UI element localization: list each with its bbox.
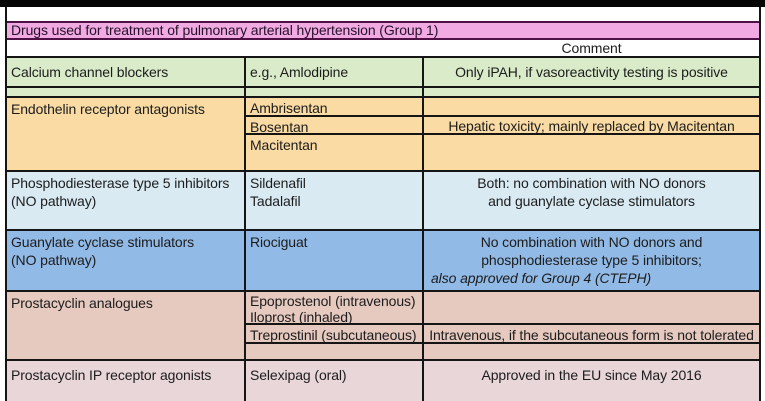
class-label-line1: Phosphodiesterase type 5 inhibitors: [11, 175, 230, 191]
drug-cell-riociguat: Riociguat: [246, 231, 424, 290]
row-macitentan: Macitentan: [246, 135, 759, 170]
class-cell-calcium: Calcium channel blockers: [7, 58, 246, 86]
comment-cell-bosentan: Hepatic toxicity; mainly replaced by Mac…: [448, 118, 735, 134]
drug-tadalafil: Tadalafil: [250, 193, 301, 209]
block-guanylate-cyclase-stimulators: Guanylate cyclase stimulators (NO pathwa…: [7, 231, 759, 292]
comment-cell-pde5: Both: no combination with NO donors and …: [424, 172, 759, 229]
comment-line1: No combination with NO donors and: [480, 234, 703, 250]
class-cell-endothelin: Endothelin receptor antagonists: [7, 98, 246, 170]
empty-cell: [246, 344, 424, 359]
row-calcium-channel-blockers: Calcium channel blockers e.g., Amlodipin…: [7, 58, 759, 88]
comment-row-col1-blank: [7, 40, 246, 56]
comment-cell-macitentan: [424, 135, 759, 170]
class-label-line2: (NO pathway): [11, 252, 97, 268]
drug-sildenafil: Sildenafil: [250, 175, 306, 191]
comment-cell-calcium: Only iPAH, if vasoreactivity testing is …: [455, 64, 728, 80]
row-ambrisentan: Ambrisentan: [246, 98, 759, 117]
drug-cell-selexipag: Selexipag (oral): [246, 361, 424, 401]
comment-cell-ambrisentan: [424, 98, 759, 115]
class-cell-guanylate: Guanylate cyclase stimulators (NO pathwa…: [7, 231, 246, 290]
comment-line1: Both: no combination with NO donors: [477, 175, 706, 191]
prostacyclin-subrows: Epoprostenol (intravenous) Iloprost (inh…: [246, 292, 759, 359]
comment-line2: phosphodiesterase type 5 inhibitors;: [481, 252, 702, 268]
row-bosentan: Bosentan Hepatic toxicity; mainly replac…: [246, 117, 759, 135]
drug-epoprostenol: Epoprostenol (intravenous): [250, 293, 416, 309]
drug-cell-treprostinil: Treprostinil (subcutaneous): [246, 325, 424, 343]
empty-header-row: [7, 7, 759, 21]
table-top-border: [0, 0, 765, 7]
comment-cell-epoprostenol: [424, 292, 759, 323]
comment-header-row: Comment: [7, 40, 759, 58]
drug-cell-amlodipine: e.g., Amlodipine: [246, 58, 424, 86]
empty-cell: [7, 88, 246, 96]
block-pde5-inhibitors: Phosphodiesterase type 5 inhibitors (NO …: [7, 172, 759, 231]
class-cell-ip-agonists: Prostacyclin IP receptor agonists: [7, 361, 246, 401]
table-title-row: Drugs used for treatment of pulmonary ar…: [7, 21, 759, 40]
comment-italic-cteph: also approved for Group 4 (CTEPH): [431, 270, 652, 286]
class-cell-pde5: Phosphodiesterase type 5 inhibitors (NO …: [7, 172, 246, 229]
class-label-line1: Guanylate cyclase stimulators: [11, 234, 195, 250]
drug-cell-bosentan: Bosentan: [246, 117, 424, 135]
table-title: Drugs used for treatment of pulmonary ar…: [11, 22, 439, 38]
comment-row-col2-blank: [246, 40, 424, 56]
row-treprostinil: Treprostinil (subcutaneous) Intravenous,…: [246, 325, 759, 344]
row-epoprostenol-iloprost: Epoprostenol (intravenous) Iloprost (inh…: [246, 292, 759, 325]
class-cell-prostacyclin-analogues: Prostacyclin analogues: [7, 292, 246, 359]
drug-cell-ambrisentan: Ambrisentan: [246, 98, 424, 116]
comment-column-header: Comment: [561, 40, 622, 56]
drug-cell-pde5: Sildenafil Tadalafil: [246, 172, 424, 229]
class-label-line2: (NO pathway): [11, 193, 97, 209]
comment-cell-selexipag: Approved in the EU since May 2016: [481, 367, 702, 383]
comment-line2: and guanylate cyclase stimulators: [488, 193, 695, 209]
block-prostacyclin-analogues: Prostacyclin analogues Epoprostenol (int…: [7, 292, 759, 361]
comment-cell-guanylate: No combination with NO donors and phosph…: [424, 231, 759, 290]
block-endothelin-receptor-antagonists: Endothelin receptor antagonists Ambrisen…: [7, 98, 759, 172]
block-ip-receptor-agonists: Prostacyclin IP receptor agonists Selexi…: [7, 361, 759, 401]
empty-cell: [424, 344, 759, 359]
row-calcium-empty: [7, 88, 759, 98]
comment-cell-treprostinil: Intravenous, if the subcutaneous form is…: [429, 327, 754, 343]
empty-cell: [424, 88, 759, 96]
drug-iloprost: Iloprost (inhaled): [250, 309, 353, 325]
empty-cell: [246, 88, 424, 96]
drug-cell-macitentan: Macitentan: [246, 135, 424, 170]
drug-cell-epoprostenol-iloprost: Epoprostenol (intravenous) Iloprost (inh…: [246, 292, 424, 325]
endothelin-subrows: Ambrisentan Bosentan Hepatic toxicity; m…: [246, 98, 759, 170]
row-prostacyclin-empty: [246, 344, 759, 359]
pah-drugs-table: Drugs used for treatment of pulmonary ar…: [5, 7, 761, 401]
